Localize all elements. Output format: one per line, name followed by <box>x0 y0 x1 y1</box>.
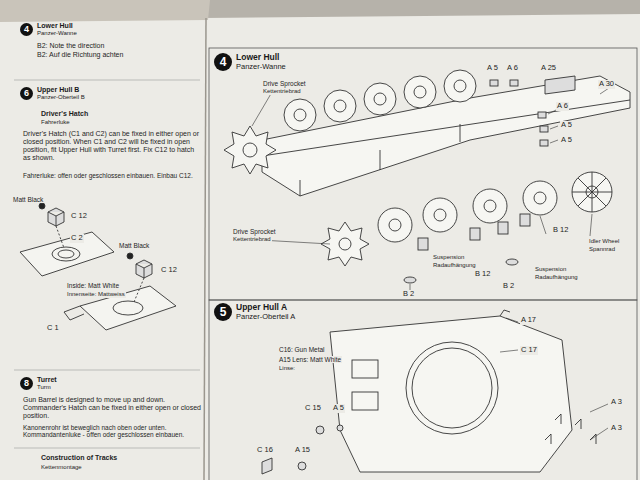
step-marker: 4 Lower HullPanzer-Wanne <box>20 22 77 37</box>
step-marker: 4Lower HullPanzer-Wanne <box>214 53 286 71</box>
part-number: C 2 <box>70 234 84 243</box>
step-heading: Upper Hull B <box>37 86 85 94</box>
part-label: Radaufhängung <box>432 262 477 269</box>
part-label: B2: Note the direction <box>36 42 105 50</box>
part-label: Inside: Matt White <box>66 282 120 289</box>
step-heading: Lower Hull <box>236 53 286 63</box>
step-heading-german: Panzer-Wanne <box>37 30 77 37</box>
part-label: B2: Auf die Richtung achten <box>36 51 124 59</box>
part-number: A 6 <box>556 102 569 111</box>
part-label: Innenseite: Mattweiss <box>66 291 126 298</box>
part-label: Radaufhängung <box>534 274 579 281</box>
part-label: Fahrerluke <box>40 119 71 126</box>
part-label: Construction of Tracks <box>40 454 118 462</box>
part-label: Suspension <box>534 266 567 273</box>
part-number: A 6 <box>506 64 519 73</box>
part-number: A 17 <box>520 316 537 325</box>
part-label: Driver's Hatch <box>40 110 89 118</box>
part-label: C16: Gun Metal <box>278 346 326 353</box>
step-heading-german: Turm <box>37 384 57 391</box>
step-heading-group: TurretTurm <box>37 376 57 391</box>
part-number: C 17 <box>520 346 538 355</box>
part-number: A 15 <box>294 446 311 455</box>
part-number: A 5 <box>332 404 345 413</box>
part-label: Kettentriebrad <box>262 88 302 95</box>
part-label: Linse: <box>278 365 296 372</box>
part-number: C 16 <box>256 446 274 455</box>
step-heading: Upper Hull A <box>236 303 295 313</box>
part-number: B 2 <box>402 290 415 299</box>
step-number: 4 <box>20 23 33 36</box>
instruction-note: Driver's Hatch (C1 and C2) can be fixed … <box>22 130 202 162</box>
part-label: Matt Black <box>118 242 150 249</box>
part-number: C 1 <box>46 324 60 333</box>
part-number: A 3 <box>610 398 623 407</box>
step-number: 5 <box>214 303 232 321</box>
step-heading-german: Panzer-Oberteil B <box>37 94 85 101</box>
instruction-note: Fahrerluke: offen oder geschlossen einba… <box>22 172 196 179</box>
part-label: Kettenmontage <box>40 464 83 471</box>
step-heading: Turret <box>37 376 57 384</box>
part-number: A 30 <box>598 80 615 89</box>
part-label: Spannrad <box>588 246 616 253</box>
step-heading: Lower Hull <box>37 22 77 30</box>
instruction-note: Gun Barrel is designed to move up and do… <box>22 396 202 420</box>
part-number: A 5 <box>560 136 573 145</box>
part-number: C 12 <box>70 212 88 221</box>
step-heading-german: Panzer-Wanne <box>236 63 286 72</box>
part-number: A 5 <box>560 121 573 130</box>
part-label: Suspension <box>432 254 465 261</box>
step-number: 8 <box>20 377 33 390</box>
step-heading-german: Panzer-Oberteil A <box>236 313 295 322</box>
part-number: A 5 <box>486 64 499 73</box>
step-heading-group: Lower HullPanzer-Wanne <box>37 22 77 37</box>
step-marker: 8 TurretTurm <box>20 376 57 391</box>
instruction-note: Kanonenrohr ist beweglich nach oben oder… <box>22 424 200 439</box>
part-number: B 12 <box>474 270 491 279</box>
part-label: Idler Wheel <box>588 238 620 245</box>
part-label: Drive Sprocket <box>232 228 277 235</box>
part-label: Drive Sprocket <box>262 80 307 87</box>
part-number: A 25 <box>540 64 557 73</box>
step-number: 4 <box>214 53 232 71</box>
step-heading-group: Upper Hull BPanzer-Oberteil B <box>37 86 85 101</box>
part-number: B 12 <box>552 226 569 235</box>
part-number: C 12 <box>160 266 178 275</box>
part-label: Kettentriebrad <box>232 236 272 243</box>
part-number: B 2 <box>502 282 515 291</box>
step-heading-group: Lower HullPanzer-Wanne <box>236 53 286 71</box>
part-number: C 15 <box>304 404 322 413</box>
part-label: A15 Lens: Matt White <box>278 356 342 363</box>
part-label: Matt Black <box>12 196 44 203</box>
part-number: A 3 <box>610 424 623 433</box>
step-number: 6 <box>20 87 33 100</box>
step-heading-group: Upper Hull APanzer-Oberteil A <box>236 303 295 321</box>
step-marker: 6 Upper Hull BPanzer-Oberteil B <box>20 86 85 101</box>
step-marker: 5Upper Hull APanzer-Oberteil A <box>214 303 295 321</box>
